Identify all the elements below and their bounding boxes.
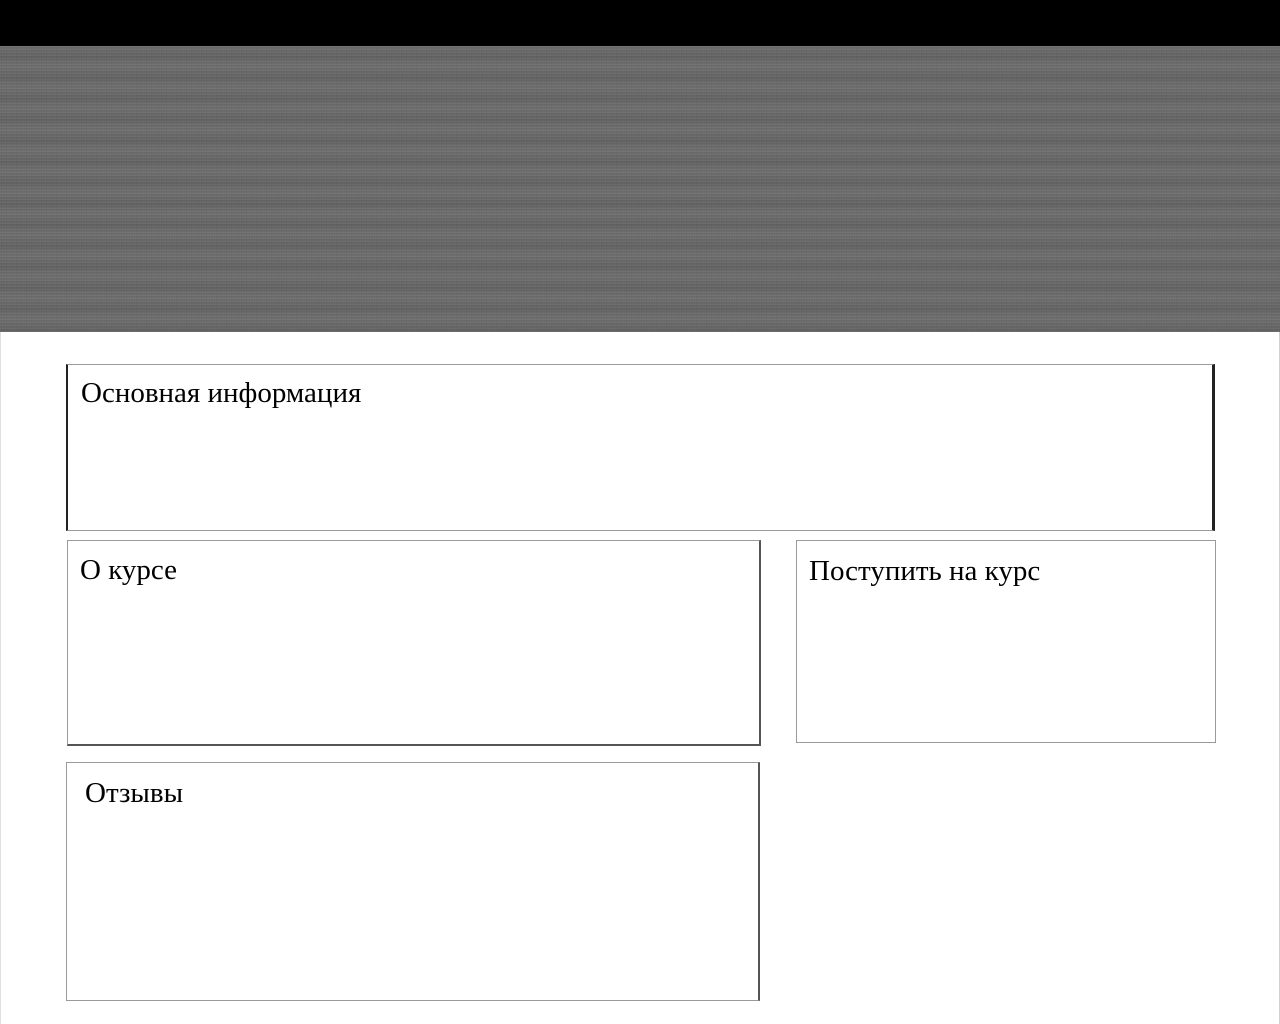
left-edge-divider: [0, 332, 1, 1024]
main-info-title: Основная информация: [81, 377, 362, 409]
header-banner-image: [0, 46, 1280, 332]
main-info-panel: Основная информация: [66, 364, 1215, 531]
about-course-panel: О курсе: [67, 540, 761, 746]
enroll-panel[interactable]: Поступить на курс: [796, 540, 1216, 743]
reviews-title: Отзывы: [85, 777, 184, 809]
top-bar: [0, 0, 1280, 46]
enroll-title: Поступить на курс: [809, 555, 1041, 587]
reviews-panel: Отзывы: [66, 762, 760, 1001]
about-course-title: О курсе: [80, 554, 177, 586]
